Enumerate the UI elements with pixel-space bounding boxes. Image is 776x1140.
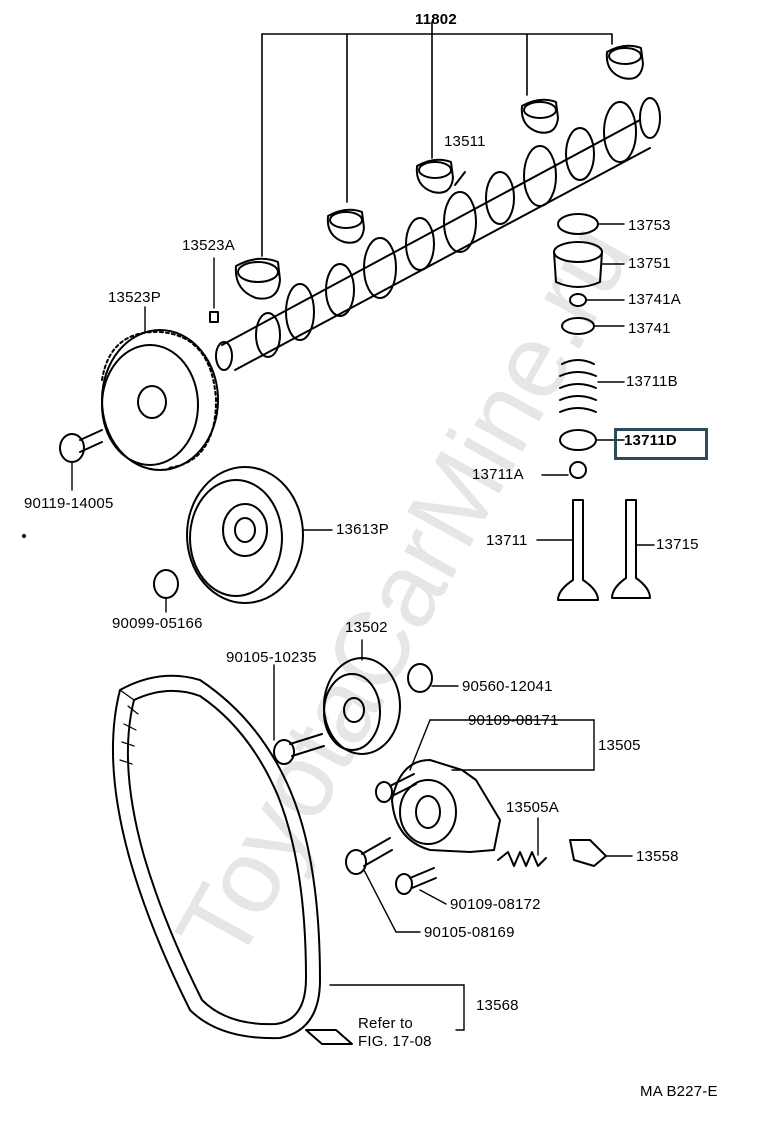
bolt-90109-08171: [375, 773, 417, 803]
label-13711B: 13711B: [626, 373, 678, 390]
highlight-box: [614, 428, 708, 460]
timing-belt-13568: [112, 674, 465, 1040]
figure-code: MA B227-E: [640, 1083, 718, 1100]
refer-fig-text: FIG. 17-08: [358, 1033, 432, 1050]
label-13741A: 13741A: [628, 291, 681, 308]
bolt-90109-08172: [395, 867, 447, 905]
label-13741: 13741: [628, 320, 671, 337]
label-13568: 13568: [476, 997, 519, 1014]
camshaft-13511: [215, 97, 661, 371]
label-11802: 11802: [415, 11, 457, 28]
bolt-90105-08169: [345, 837, 421, 933]
label-13523A: 13523A: [182, 237, 235, 254]
label-90560-12041: 90560-12041: [462, 678, 553, 695]
label-13715: 13715: [656, 536, 699, 553]
label-90105-08169: 90105-08169: [424, 924, 515, 941]
valve-parts: [536, 213, 655, 601]
label-13523P: 13523P: [108, 289, 161, 306]
crank-pulley-13613P: [186, 466, 333, 604]
tensioner-13505: [391, 719, 595, 853]
label-13751: 13751: [628, 255, 671, 272]
idler-pulley-13502: [323, 639, 401, 755]
spring-13505A: [497, 817, 547, 867]
label-90099-05166: 90099-05166: [112, 615, 203, 632]
label-90109-08172: 90109-08172: [450, 896, 541, 913]
key-13523A: [209, 311, 219, 323]
label-13502: 13502: [345, 619, 388, 636]
label-13711A: 13711A: [472, 466, 524, 483]
label-13613P: 13613P: [336, 521, 389, 538]
label-13511: 13511: [444, 133, 486, 150]
label-13558: 13558: [636, 848, 679, 865]
label-13505A: 13505A: [506, 799, 559, 816]
label-13753: 13753: [628, 217, 671, 234]
refer-to-text: Refer to: [358, 1015, 413, 1032]
label-13505: 13505: [598, 737, 641, 754]
bolt-90105-10235: [273, 664, 325, 765]
bearing-shells-11802: [234, 44, 644, 300]
camshaft-pulley-13523P: [101, 306, 219, 471]
refer-marker: [305, 1029, 353, 1045]
label-90119-14005: 90119-14005: [24, 495, 114, 512]
label-90105-10235: 90105-10235: [226, 649, 317, 666]
washer-90560-12041: [407, 663, 433, 693]
nut-90099-05166: [153, 569, 179, 613]
bracket-11802: [261, 21, 613, 257]
label-13711: 13711: [486, 532, 528, 549]
bolt-90119-14005: [59, 429, 103, 491]
bracket-13558: [569, 839, 633, 867]
label-90109-08171: 90109-08171: [468, 712, 559, 729]
label-13711D: 13711D: [624, 432, 677, 449]
